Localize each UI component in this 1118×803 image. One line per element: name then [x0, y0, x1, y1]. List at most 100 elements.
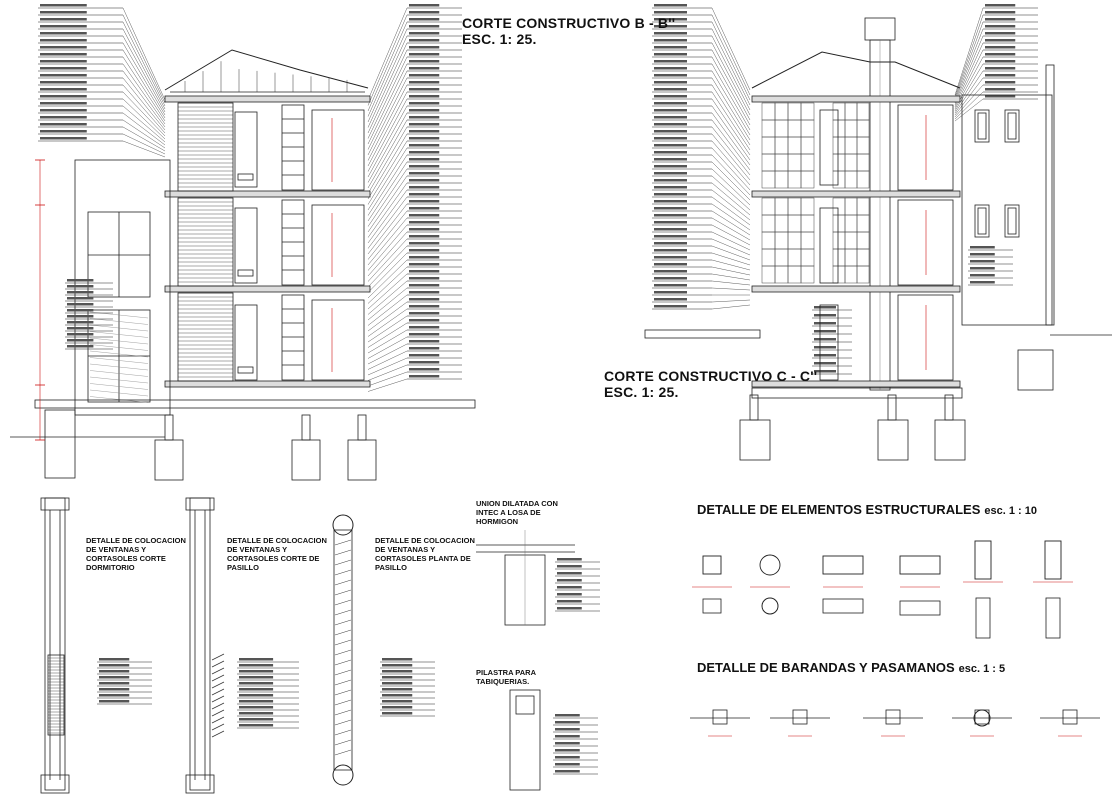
- union-labels-text: [557, 579, 582, 582]
- corte-c-tile: [787, 170, 802, 189]
- corte-c-tile: [774, 214, 789, 233]
- corte-c-tile: [774, 231, 789, 250]
- ventana-pasillo-labels-text: [239, 664, 274, 667]
- corte-c-labels-right-text: [985, 53, 1016, 56]
- corte-c-door-1: [819, 207, 839, 284]
- corte-b-roof: [164, 49, 369, 91]
- corte-c-labels-left-text: [654, 11, 687, 14]
- corte-b-leader: [122, 56, 166, 122]
- corte-c-tile: [800, 102, 815, 121]
- corte-c-labels-left-text: [654, 88, 687, 91]
- corte-c-leader: [711, 63, 751, 131]
- corte-c-labels-right-text: [985, 39, 1016, 42]
- corte-b-labels-mid-text: [67, 303, 94, 306]
- corte-c-tile: [761, 170, 776, 189]
- corte-c-terrace: [644, 329, 761, 339]
- corte-b-labels-right-text: [409, 193, 440, 196]
- corte-c-tile: [774, 265, 789, 284]
- corte-c-leader: [711, 252, 751, 266]
- corte-c-tiles-b-0: [832, 102, 870, 189]
- corte-c-labels-left: [652, 4, 712, 310]
- corte-c-leader: [711, 119, 751, 171]
- corte-b-leader: [367, 119, 408, 189]
- corte-c-leader: [711, 259, 751, 271]
- pilastra-labels-text: [555, 770, 580, 773]
- corte-c-tile: [774, 102, 789, 121]
- corte-c-facade-window-2: [974, 204, 990, 238]
- ventana-planta-labels-text: [382, 712, 413, 715]
- corte-c-tile-b: [844, 102, 858, 121]
- baranda-post-0: [712, 709, 728, 725]
- corte-c-labels-bottom-text: [814, 370, 836, 373]
- corte-b-leader: [122, 140, 166, 158]
- corte-b-labels-right-text: [409, 95, 440, 98]
- title-union-dilatada: UNION DILATADA CON INTEC A LOSA DE HORMI…: [476, 499, 558, 526]
- corte-b-labels-right-text: [409, 4, 440, 7]
- ventana-pasillo-louver: [211, 660, 225, 668]
- baranda-post-2: [885, 709, 901, 725]
- corte-c-tile-b: [856, 136, 870, 155]
- ventana-pasillo-labels-text: [239, 658, 274, 661]
- union-labels-text: [557, 565, 582, 568]
- ventana-pasillo-louver: [211, 709, 225, 717]
- corte-c-leader-r: [954, 21, 984, 100]
- corte-c-leader: [711, 70, 751, 136]
- corte-b-labels-right-text: [409, 137, 440, 140]
- corte-c-leader: [711, 105, 751, 161]
- corte-c-tile: [774, 197, 789, 216]
- corte-b-labels-left-text: [40, 67, 87, 70]
- corte-b-leader: [367, 35, 408, 123]
- ventana-planta-top: [332, 514, 354, 536]
- corte-c-leader-r: [954, 84, 984, 118]
- corte-b-slab-0: [164, 95, 371, 103]
- corte-c-tile-b: [832, 248, 846, 267]
- corte-b-leader: [367, 49, 408, 134]
- corte-c-labels-left-text: [654, 95, 687, 98]
- corte-b-labels-left-text: [40, 53, 87, 56]
- corte-c-tile-b: [832, 119, 846, 138]
- corte-c-tile-b: [844, 231, 858, 250]
- title-corte-c-scale: ESC. 1: 25.: [604, 384, 679, 400]
- corte-b-window-diag: [89, 357, 149, 364]
- ventana-dormitorio-labels-text: [99, 682, 130, 685]
- corte-b-footing-2: [347, 439, 377, 481]
- corte-b-leader: [122, 35, 166, 113]
- corte-c-room-0: [897, 104, 954, 191]
- corte-b-leader: [367, 203, 408, 255]
- corte-b-labels-right-text: [409, 53, 440, 56]
- corte-b-leader: [367, 42, 408, 128]
- corte-b-labels-right-text: [409, 305, 440, 308]
- corte-b-room-2: [311, 299, 365, 381]
- ventana-pasillo-labels-text: [239, 712, 274, 715]
- corte-b-labels-left-text: [40, 25, 87, 28]
- corte-c-leader: [711, 175, 751, 211]
- ventana-planta-louver: [334, 629, 352, 636]
- union-labels-text: [557, 607, 582, 610]
- title-corte-b-scale: ESC. 1: 25.: [462, 31, 537, 47]
- corte-c-leader: [711, 245, 751, 261]
- corte-c-labels-right-text: [985, 4, 1016, 7]
- corte-c-footing-2: [934, 419, 966, 461]
- ventana-planta-louver: [334, 619, 352, 626]
- corte-b-window-diag: [89, 350, 149, 358]
- corte-c-door-0: [819, 109, 839, 186]
- corte-c-leader-r: [954, 42, 984, 106]
- corte-c-labels-left-text: [654, 4, 687, 7]
- ventana-dormitorio-frame: [44, 497, 66, 791]
- corte-c-tile-b: [832, 136, 846, 155]
- corte-b-leader: [122, 63, 166, 125]
- ventana-dormitorio-bottom: [40, 774, 70, 794]
- corte-b-labels-left-text: [40, 123, 87, 126]
- corte-c-leader-r: [954, 35, 984, 104]
- corte-c-facade: [961, 94, 1053, 326]
- corte-c-tile: [787, 197, 802, 216]
- corte-c-labels-left-text: [654, 249, 687, 252]
- corte-b-door-0: [234, 111, 258, 188]
- ventana-planta-louver: [334, 659, 352, 666]
- corte-c-labels-left-text: [654, 53, 687, 56]
- corte-c-labels-left-text: [654, 130, 687, 133]
- corte-b-leader: [367, 329, 408, 354]
- corte-c-labels-left-text: [654, 270, 687, 273]
- corte-c-labels-right2-text: [970, 253, 995, 256]
- title-corte-c-text: CORTE CONSTRUCTIVO C - C'': [604, 368, 818, 384]
